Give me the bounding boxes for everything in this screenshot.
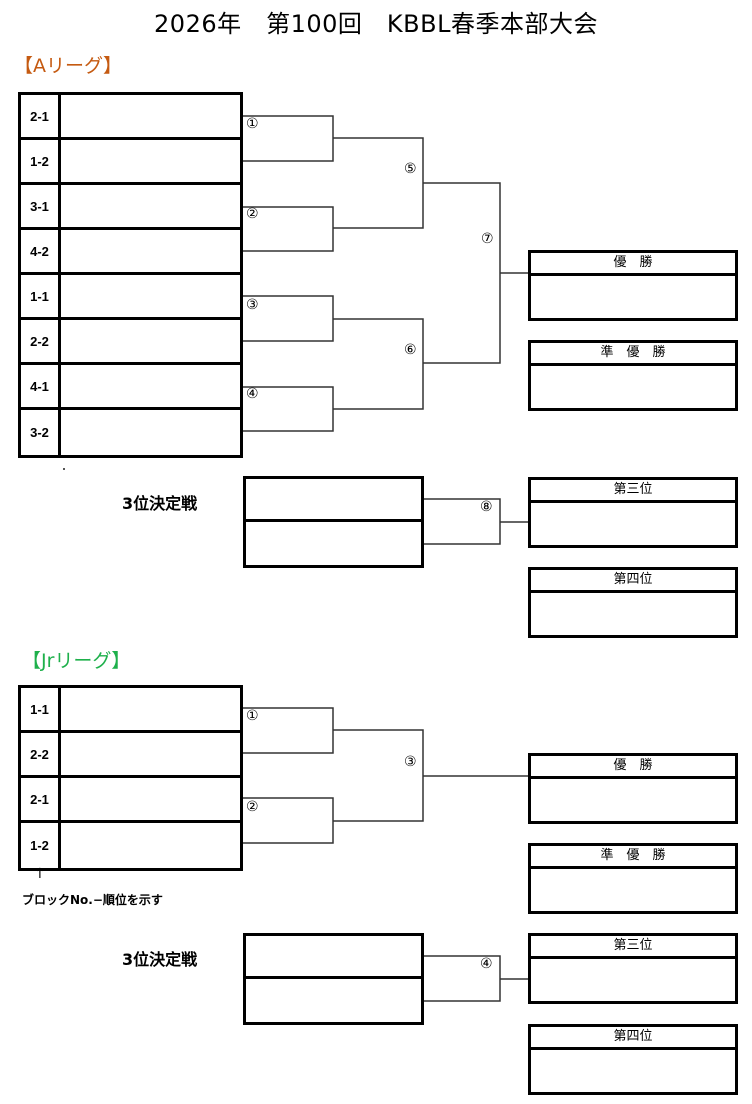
table-row: 1-1 bbox=[21, 275, 240, 320]
seed-label: 2-2 bbox=[21, 733, 61, 775]
third-place-match-a bbox=[243, 476, 424, 568]
entry-table-a: 2-1 1-2 3-1 4-2 1-1 2-2 4-1 3-2 bbox=[18, 92, 243, 458]
seed-legend-note: ブロックNo.−順位を示す bbox=[22, 893, 163, 907]
third-label: 第三位 bbox=[531, 936, 735, 959]
seed-label: 1-2 bbox=[21, 140, 61, 182]
table-row: 2-2 bbox=[21, 320, 240, 365]
seed-label: 1-1 bbox=[21, 275, 61, 317]
fourth-label: 第四位 bbox=[531, 1027, 735, 1050]
third-place-match-label-jr: 3位決定戦 bbox=[122, 950, 198, 969]
third-place-slot[interactable] bbox=[246, 936, 421, 979]
team-cell[interactable] bbox=[61, 778, 240, 820]
bracket-line-jr-m3 bbox=[333, 729, 424, 822]
seed-label: 4-1 bbox=[21, 365, 61, 407]
fourth-box-a: 第四位 bbox=[528, 567, 738, 638]
runner-up-cell[interactable] bbox=[531, 366, 735, 408]
match-number: ② bbox=[246, 206, 259, 222]
runner-up-label: 準 優 勝 bbox=[531, 846, 735, 869]
seed-label: 4-2 bbox=[21, 230, 61, 272]
third-cell[interactable] bbox=[531, 503, 735, 545]
team-cell[interactable] bbox=[61, 688, 240, 730]
runner-up-box-a: 準 優 勝 bbox=[528, 340, 738, 411]
runner-up-cell[interactable] bbox=[531, 869, 735, 911]
match-number: ② bbox=[246, 799, 259, 815]
third-place-slot[interactable] bbox=[246, 522, 421, 565]
table-row: 2-1 bbox=[21, 778, 240, 823]
champion-box-jr: 優 勝 bbox=[528, 753, 738, 824]
match-number: ⑦ bbox=[481, 231, 494, 247]
table-row: 4-1 bbox=[21, 365, 240, 410]
match-number: ③ bbox=[246, 297, 259, 313]
seed-label: 1-2 bbox=[21, 823, 61, 868]
champion-label: 優 勝 bbox=[531, 253, 735, 276]
fourth-cell[interactable] bbox=[531, 1050, 735, 1092]
seed-label: 3-2 bbox=[21, 410, 61, 455]
champion-label: 優 勝 bbox=[531, 756, 735, 779]
league-title-a: 【Aリーグ】 bbox=[14, 55, 122, 77]
arrow-up-icon: ↑ bbox=[34, 866, 46, 882]
match-number: ① bbox=[246, 708, 259, 724]
seed-label: 3-1 bbox=[21, 185, 61, 227]
match-number: ③ bbox=[404, 754, 417, 770]
table-row: 2-1 bbox=[21, 95, 240, 140]
match-number: ⑧ bbox=[480, 499, 493, 515]
bracket-line-a-m6 bbox=[333, 318, 424, 410]
entry-table-jr: 1-1 2-2 2-1 1-2 bbox=[18, 685, 243, 871]
champion-cell[interactable] bbox=[531, 276, 735, 318]
third-box-a: 第三位 bbox=[528, 477, 738, 548]
stray-dot bbox=[63, 468, 65, 470]
bracket-line-a-m5 bbox=[333, 137, 424, 229]
fourth-cell[interactable] bbox=[531, 593, 735, 635]
table-row: 1-1 bbox=[21, 688, 240, 733]
fourth-label: 第四位 bbox=[531, 570, 735, 593]
team-cell[interactable] bbox=[61, 823, 240, 868]
table-row: 3-2 bbox=[21, 410, 240, 455]
table-row: 4-2 bbox=[21, 230, 240, 275]
third-place-match-jr bbox=[243, 933, 424, 1025]
champion-cell[interactable] bbox=[531, 779, 735, 821]
page-title: 2026年 第100回 KBBL春季本部大会 bbox=[154, 10, 598, 38]
third-box-jr: 第三位 bbox=[528, 933, 738, 1004]
third-place-slot[interactable] bbox=[246, 479, 421, 522]
table-row: 2-2 bbox=[21, 733, 240, 778]
seed-label: 2-1 bbox=[21, 95, 61, 137]
champion-box-a: 優 勝 bbox=[528, 250, 738, 321]
runner-up-label: 準 優 勝 bbox=[531, 343, 735, 366]
match-number: ① bbox=[246, 116, 259, 132]
team-cell[interactable] bbox=[61, 733, 240, 775]
match-number: ④ bbox=[246, 386, 259, 402]
third-place-match-label-a: 3位決定戦 bbox=[122, 494, 198, 513]
match-number: ④ bbox=[480, 956, 493, 972]
third-label: 第三位 bbox=[531, 480, 735, 503]
bracket-line-a-m7 bbox=[423, 182, 501, 364]
match-number: ⑥ bbox=[404, 342, 417, 358]
league-title-jr: 【Jrリーグ】 bbox=[22, 650, 131, 672]
third-cell[interactable] bbox=[531, 959, 735, 1001]
seed-label: 1-1 bbox=[21, 688, 61, 730]
table-row: 3-1 bbox=[21, 185, 240, 230]
table-row: 1-2 bbox=[21, 823, 240, 868]
runner-up-box-jr: 準 優 勝 bbox=[528, 843, 738, 914]
seed-label: 2-2 bbox=[21, 320, 61, 362]
bracket-line-a-m2 bbox=[243, 206, 334, 252]
table-row: 1-2 bbox=[21, 140, 240, 185]
fourth-box-jr: 第四位 bbox=[528, 1024, 738, 1095]
match-number: ⑤ bbox=[404, 161, 417, 177]
third-place-slot[interactable] bbox=[246, 979, 421, 1022]
seed-label: 2-1 bbox=[21, 778, 61, 820]
